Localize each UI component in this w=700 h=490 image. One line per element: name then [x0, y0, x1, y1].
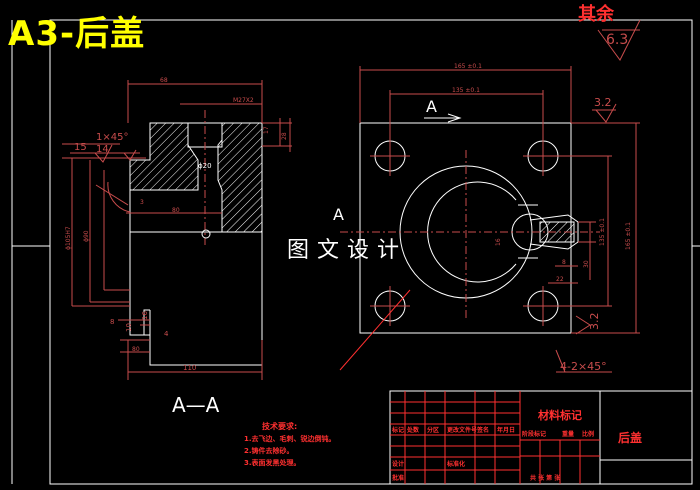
- row-label-3: 更改文件号: [447, 426, 477, 434]
- approve-label: 批准: [392, 474, 404, 482]
- dim-15: 15: [74, 142, 87, 153]
- dim-right-165: 165 ±0.1: [625, 222, 632, 250]
- designer-label: 设计: [392, 460, 404, 468]
- weight-label: 重量: [562, 430, 574, 438]
- tech-item-2: 2.铸件去除砂。: [244, 446, 294, 455]
- dim-14: 14: [96, 144, 109, 155]
- row-label-2: 分区: [427, 426, 439, 434]
- title-block: [389, 390, 693, 485]
- roughness-local: 3.2: [594, 96, 612, 109]
- tech-item-1: 1.去飞边、毛刺、锐边倒钝。: [244, 434, 336, 443]
- dim-top-165: 165 ±0.1: [454, 63, 482, 70]
- dim-phi105: ϕ105H7: [65, 226, 72, 250]
- dim-8: 8: [110, 318, 114, 326]
- scale-label: 比例: [582, 430, 594, 438]
- dim-22: 22: [556, 276, 564, 283]
- tech-requirements: 技术要求: 1.去飞边、毛刺、锐边倒钝。 2.铸件去除砂。 3.表面发黑处理。: [244, 421, 336, 467]
- top-view-labels: 165 ±0.1 135 ±0.1 165 ±0.1 135 ±0.1 30 2…: [452, 63, 632, 373]
- roughness-remaining-label: 其余: [578, 3, 615, 25]
- top-view: [339, 66, 640, 373]
- section-view-labels: 68 M27X2 1×45° 15 14 ϕ20 3 80 17 28 ϕ105…: [65, 77, 288, 372]
- dim-10: 10: [125, 323, 133, 332]
- dim-110: 110: [183, 364, 196, 372]
- tech-title: 技术要求:: [262, 421, 297, 431]
- sheet-title: A3-后盖: [8, 14, 146, 54]
- dim-80: 80: [172, 207, 180, 214]
- dim-chamfer: 1×45°: [96, 132, 128, 143]
- dim-68: 68: [160, 77, 168, 84]
- hatch-right-block: [217, 122, 263, 233]
- material-label: 材料标记: [538, 408, 582, 422]
- section-label: A—A: [172, 393, 220, 417]
- roughness-corner: 3.2: [588, 313, 601, 331]
- row-label-5: 年月日: [497, 426, 515, 434]
- section-view: [62, 80, 292, 380]
- dim-4: 4: [164, 330, 169, 338]
- view-mark: A: [333, 205, 344, 224]
- row-label-0: 标记: [391, 426, 404, 434]
- row-label-1: 处数: [406, 426, 420, 434]
- drawing-frame: [49, 19, 693, 485]
- title-block-text: 材料标记 后盖 标记 处数 分区 更改文件号 签名 年月日 阶段标记 重量 比例…: [391, 408, 642, 482]
- stage-label: 阶段标记: [522, 430, 546, 438]
- dim-30: 30: [583, 260, 590, 268]
- dim-phi90: ϕ90: [83, 230, 90, 242]
- dim-m27: M27X2: [233, 97, 254, 104]
- dim-top-135: 135 ±0.1: [452, 87, 480, 94]
- dim-right-135: 135 ±0.1: [599, 218, 606, 246]
- standard-label: 标准化: [446, 460, 465, 468]
- sheet-info: 共 张 第 张: [530, 474, 561, 482]
- roughness-remaining: 其余 6.3: [578, 3, 641, 61]
- tech-item-3: 3.表面发黑处理。: [244, 458, 301, 467]
- dim-16: 16: [141, 311, 149, 320]
- roughness-remaining-value: 6.3: [606, 32, 628, 48]
- dim-8b: 8: [562, 259, 566, 266]
- dim-16b: 16: [495, 238, 502, 246]
- dim-phi20: ϕ20: [198, 162, 212, 170]
- dim-80b: 80: [132, 346, 140, 353]
- section-arrow-mark: A: [426, 97, 437, 116]
- dim-28: 28: [281, 132, 288, 140]
- part-name: 后盖: [618, 430, 642, 445]
- dim-r3: 3: [140, 199, 144, 206]
- dim-chamfer2: 4-2×45°: [560, 360, 607, 373]
- row-label-4: 签名: [476, 426, 489, 434]
- watermark-text: 图文设计: [287, 238, 408, 263]
- dim-17: 17: [263, 126, 270, 134]
